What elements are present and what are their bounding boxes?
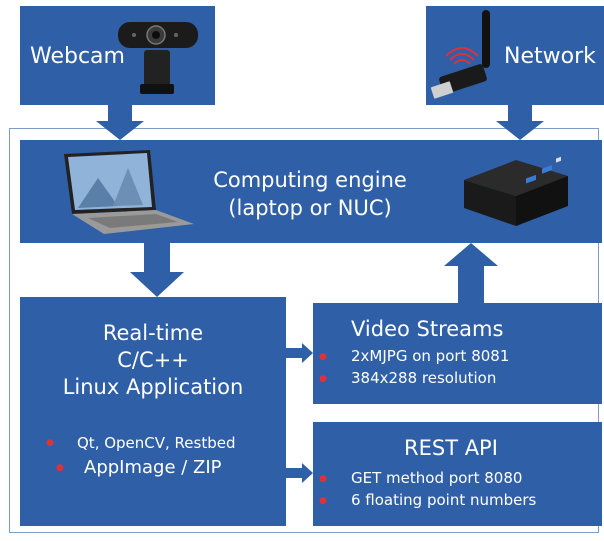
video-bullet-1: 2xMJPG on port 8081 [351, 347, 510, 365]
rest-title: REST API [404, 436, 498, 460]
app-bullet-2-marker: ● [56, 463, 64, 473]
application-box: Real-time C/C++ Linux Application ● Qt, … [20, 297, 286, 526]
rest-bullet-1-marker: ● [319, 474, 327, 484]
app-bullet-1-marker: ● [46, 438, 54, 448]
network-box: Network [426, 6, 604, 105]
app-line-2: C/C++ [117, 348, 189, 372]
app-bullet-2: AppImage / ZIP [84, 457, 222, 478]
webcam-box: Webcam [20, 6, 215, 105]
arrow-engine-to-app [130, 243, 184, 297]
network-title: Network [504, 44, 596, 69]
rest-bullet-2: 6 floating point numbers [351, 491, 537, 509]
arrow-app-to-rest [286, 463, 313, 483]
app-line-3: Linux Application [62, 375, 244, 399]
rest-bullet-2-marker: ● [319, 496, 327, 506]
app-bullet-1: Qt, OpenCV, Restbed [77, 434, 236, 452]
app-line-1: Real-time [102, 321, 204, 345]
video-bullet-1-marker: ● [319, 352, 327, 362]
arrow-network-to-engine [496, 105, 544, 140]
video-bullet-2: 384x288 resolution [351, 369, 497, 387]
arrow-webcam-to-engine [96, 105, 144, 140]
rest-bullet-1: GET method port 8080 [351, 469, 523, 487]
nuc-icon [464, 156, 568, 226]
wifi-adapter-icon [430, 10, 490, 99]
webcam-title: Webcam [30, 44, 125, 69]
video-bullet-2-marker: ● [319, 374, 327, 384]
arrow-video-to-engine [444, 243, 498, 303]
rest-api-box: REST API ● GET method port 8080 ● 6 floa… [313, 422, 602, 526]
computing-engine-box: Computing engine (laptop or NUC) [20, 140, 602, 243]
arrow-app-to-video [286, 343, 313, 363]
webcam-icon [118, 22, 198, 94]
engine-line-1: Computing engine [213, 168, 407, 192]
laptop-icon [64, 150, 194, 234]
engine-line-2: (laptop or NUC) [228, 196, 392, 220]
video-streams-box: Video Streams ● 2xMJPG on port 8081 ● 38… [313, 303, 602, 404]
video-title: Video Streams [351, 317, 504, 341]
